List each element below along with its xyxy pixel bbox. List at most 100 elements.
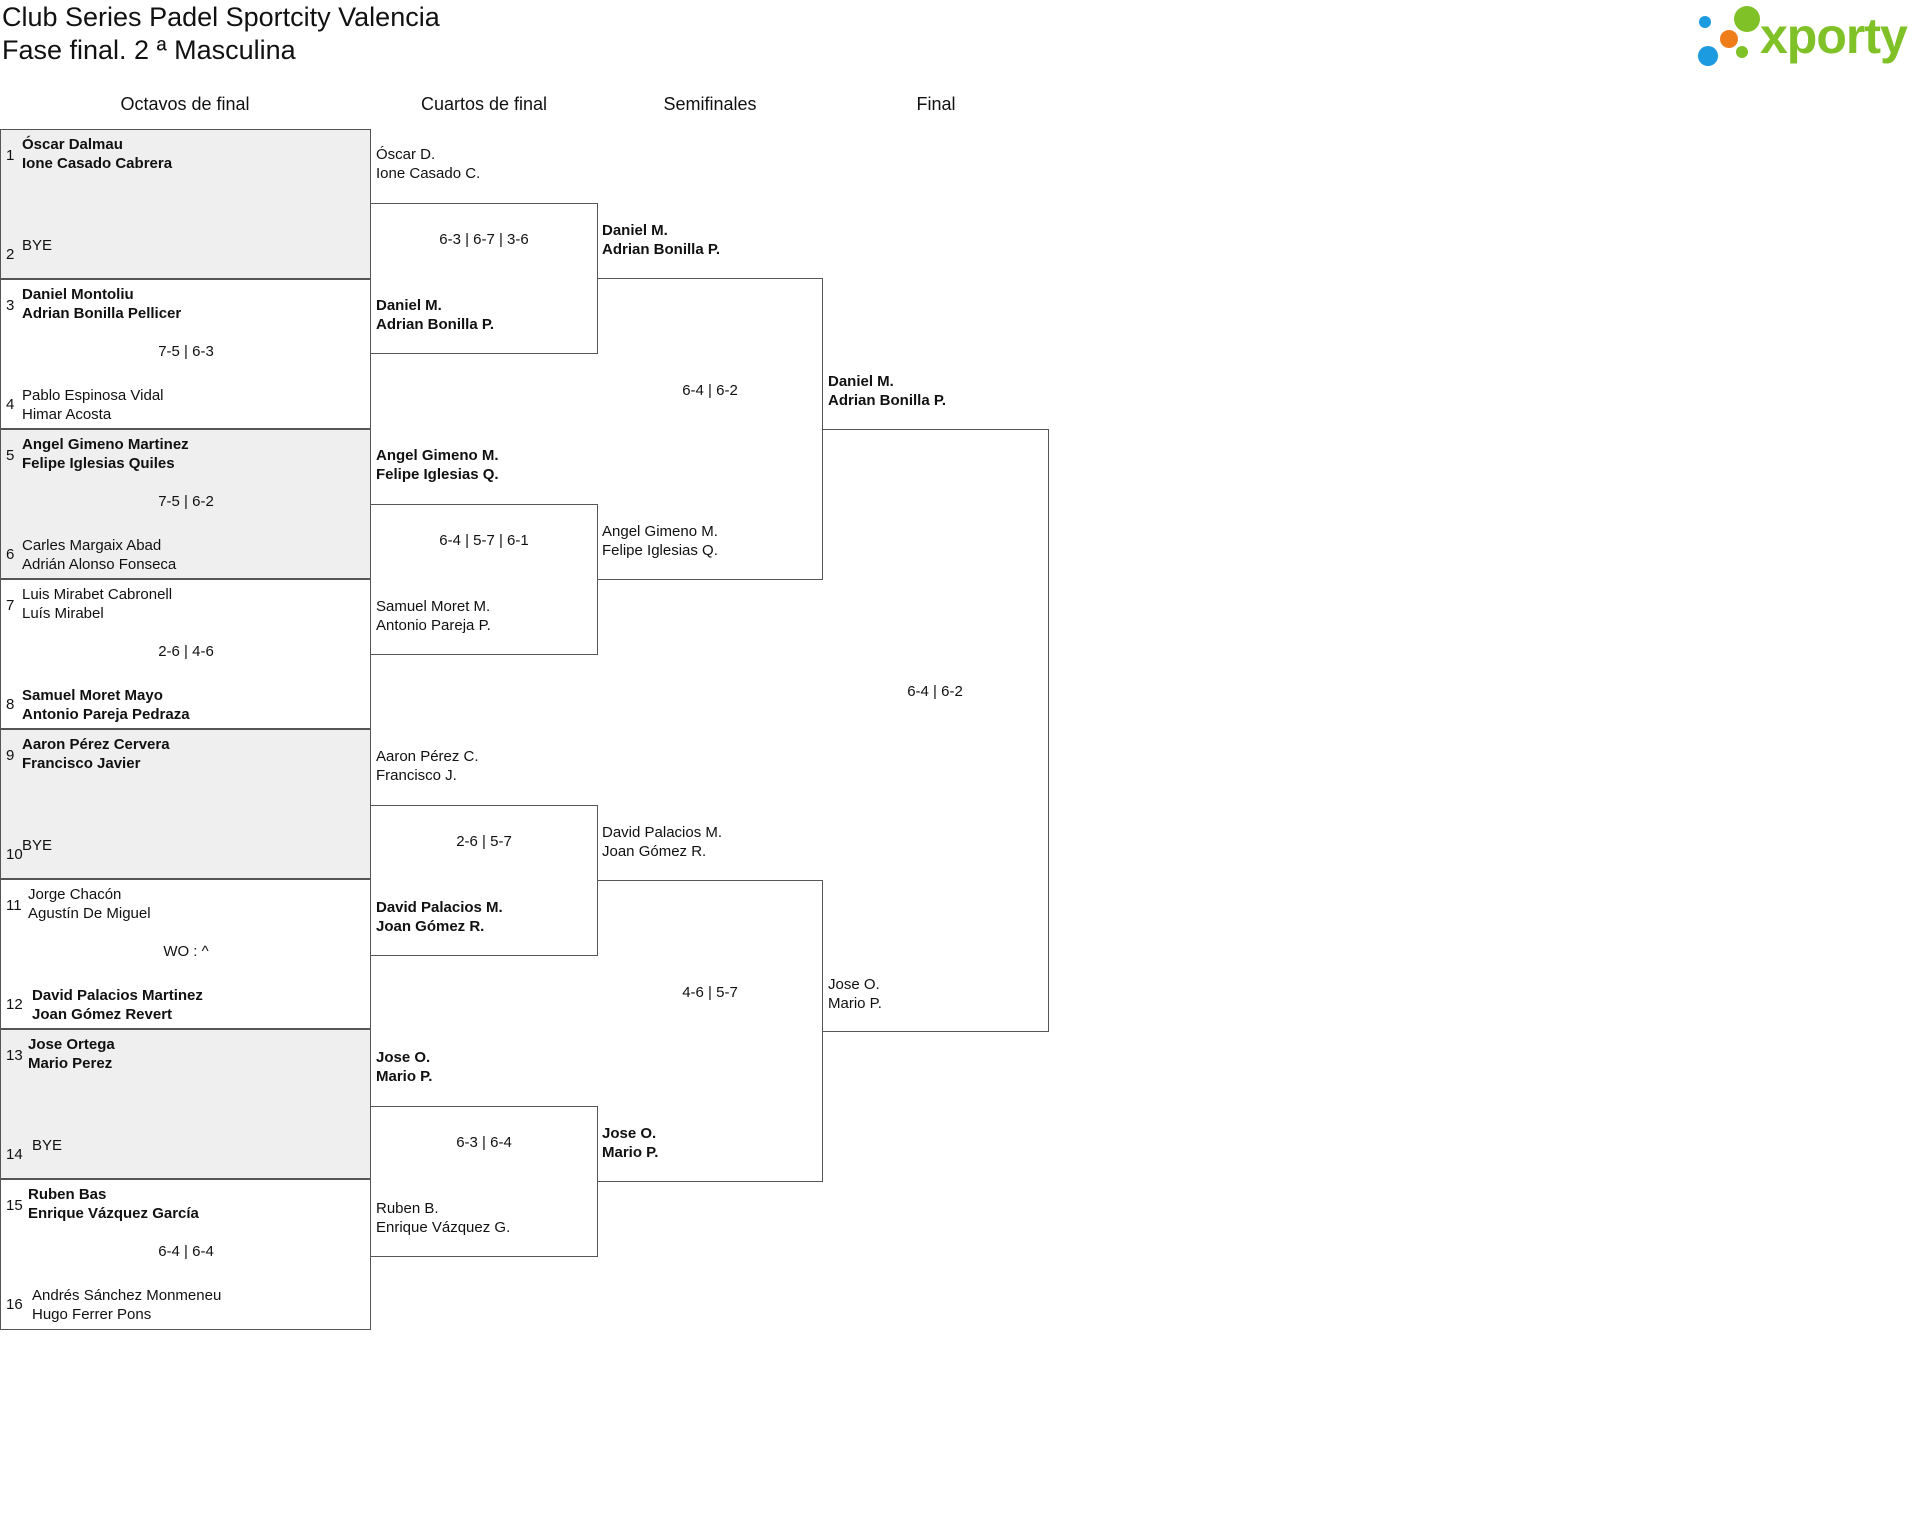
team-pair: David Palacios M.Joan Gómez R. xyxy=(602,823,722,861)
logo-dot-blue-small-icon xyxy=(1699,16,1711,28)
player-name: Enrique Vázquez G. xyxy=(376,1219,511,1236)
match-score: WO : ^ xyxy=(163,943,209,960)
player-name: Daniel M. xyxy=(376,297,442,314)
team-pair: Ruben B.Enrique Vázquez G. xyxy=(376,1199,510,1237)
team-pair: Aaron Pérez C. Francisco J. xyxy=(376,747,479,785)
player-name: Adrian Bonilla P. xyxy=(828,392,947,409)
player-name: Daniel M. xyxy=(828,373,894,390)
player-name: Aaron Pérez Cervera xyxy=(22,736,170,753)
team-pair: Daniel M. Adrian Bonilla P. xyxy=(376,296,494,334)
player-name: Aaron Pérez C. xyxy=(376,748,479,765)
player-name: BYE xyxy=(22,237,53,254)
player-name: Francisco Javier xyxy=(22,755,141,772)
seed-number: 11 xyxy=(6,897,22,914)
player-name: Angel Gimeno M. xyxy=(602,523,718,540)
player-name: Himar Acosta xyxy=(22,406,112,423)
player-name: Francisco J. xyxy=(376,767,457,784)
seed-number: 2 xyxy=(6,246,15,263)
player-name: Carles Margaix Abad xyxy=(22,537,162,554)
player-name: Joan Gómez R. xyxy=(376,918,485,935)
player-name: Daniel Montoliu xyxy=(22,286,134,303)
seed-number: 8 xyxy=(6,696,15,713)
team-pair: Daniel M. Adrian Bonilla P. xyxy=(602,221,720,259)
match-score: 6-4 | 6-2 xyxy=(907,683,963,700)
player-name: Pablo Espinosa Vidal xyxy=(22,387,164,404)
team-pair: BYE xyxy=(22,836,52,855)
player-name: David Palacios M. xyxy=(602,824,723,841)
player-name: Samuel Moret M. xyxy=(376,598,491,615)
match-score: 6-3 | 6-4 xyxy=(456,1134,512,1151)
team-pair: Samuel Moret M. Antonio Pareja P. xyxy=(376,597,491,635)
player-name: Óscar Dalmau xyxy=(22,136,123,153)
team-pair: Óscar D.Ione Casado C. xyxy=(376,145,480,183)
player-name: Adrian Bonilla P. xyxy=(602,241,721,258)
player-name: Luis Mirabet Cabronell xyxy=(22,586,173,603)
player-name: BYE xyxy=(32,1137,63,1154)
player-name: Felipe Iglesias Quiles xyxy=(22,455,175,472)
team-pair: Angel Gimeno M.Felipe Iglesias Q. xyxy=(376,446,499,484)
round-header-semifinales: Semifinales xyxy=(663,94,757,114)
player-name: Mario P. xyxy=(602,1144,659,1161)
team-pair: Jose O. Mario P. xyxy=(376,1048,432,1086)
match-score: 4-6 | 5-7 xyxy=(682,984,738,1001)
player-name: Adrian Bonilla Pellicer xyxy=(22,305,182,322)
logo-dot-green-icon xyxy=(1734,6,1760,32)
team-pair: Angel Gimeno M. Felipe Iglesias Q. xyxy=(602,522,718,560)
match-score: 6-4 | 6-2 xyxy=(682,382,738,399)
match-score: 6-4 | 6-4 xyxy=(158,1243,214,1260)
player-name: Antonio Pareja P. xyxy=(376,617,491,634)
match-score: 7-5 | 6-3 xyxy=(158,343,214,360)
page-subtitle: Fase final. 2 ª Masculina xyxy=(2,35,296,65)
player-name: Agustín De Miguel xyxy=(28,905,151,922)
team-pair: Jose O.Mario P. xyxy=(602,1124,658,1162)
logo-wordmark: xporty xyxy=(1760,8,1908,64)
player-name: Jose O. xyxy=(828,976,880,993)
match-score: 7-5 | 6-2 xyxy=(158,493,214,510)
round-header-cuartos: Cuartos de final xyxy=(420,94,548,114)
player-name: Mario Perez xyxy=(28,1055,113,1072)
player-name: Enrique Vázquez García xyxy=(28,1205,199,1222)
player-name: Luís Mirabel xyxy=(22,605,104,622)
match-score: 6-4 | 5-7 | 6-1 xyxy=(439,532,529,549)
player-name: Mario P. xyxy=(376,1068,433,1085)
player-name: Adrian Bonilla P. xyxy=(376,316,495,333)
seed-number: 13 xyxy=(6,1047,23,1064)
player-name: Daniel M. xyxy=(602,222,668,239)
player-name: Jose O. xyxy=(376,1049,431,1066)
player-name: Felipe Iglesias Q. xyxy=(602,542,718,559)
seed-number: 3 xyxy=(6,297,15,314)
team-pair: Jose O.Mario P. xyxy=(828,975,882,1013)
player-name: Jorge Chacón xyxy=(28,886,122,903)
player-name: Andrés Sánchez Monmeneu xyxy=(32,1287,222,1304)
seed-number: 10 xyxy=(6,846,23,863)
team-pair: David Palacios M.Joan Gómez R. xyxy=(376,898,503,936)
round-header-octavos: Octavos de final xyxy=(120,94,250,114)
player-name: Adrián Alonso Fonseca xyxy=(22,556,177,573)
round-header-final: Final xyxy=(916,94,956,114)
match-final xyxy=(822,429,1049,1032)
player-name: Hugo Ferrer Pons xyxy=(32,1306,152,1323)
match-score: 2-6 | 4-6 xyxy=(158,643,214,660)
seed-number: 14 xyxy=(6,1146,23,1163)
seed-number: 7 xyxy=(6,597,15,614)
player-name: Ruben Bas xyxy=(28,1186,107,1203)
seed-number: 6 xyxy=(6,546,15,563)
player-name: David Palacios Martinez xyxy=(32,987,203,1004)
